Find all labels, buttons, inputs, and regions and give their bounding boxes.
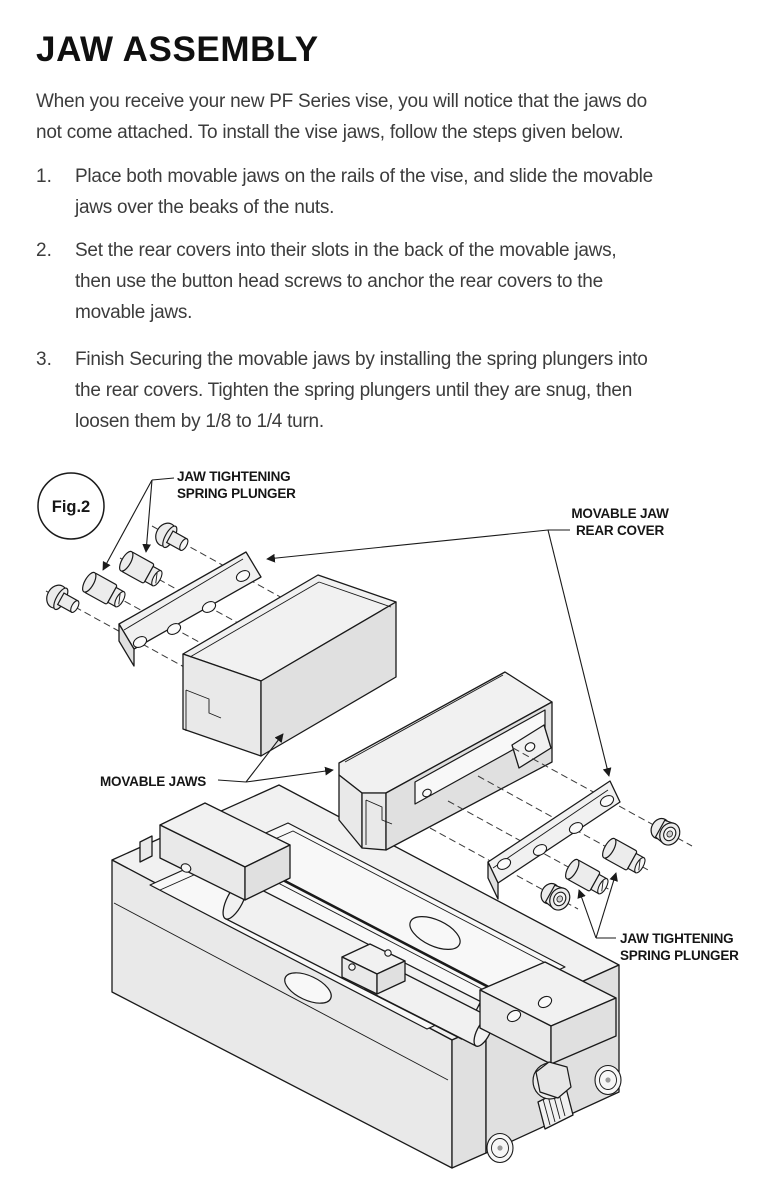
spring-plunger [562,856,612,899]
figure-tag: Fig.2 [37,472,105,540]
vise-body [111,784,622,1169]
label-rear-cover-line1: MOVABLE JAW [571,506,669,521]
fixed-jaw-block [139,802,291,901]
bearing-block [341,943,406,995]
button-head-screw [42,580,84,620]
leader-lines [102,477,618,939]
step-number: 1. [36,166,52,187]
step-text: Place both movable jaws on the rails of … [75,161,653,223]
label-spring-plunger-bottom-line1: JAW TIGHTENING [620,931,733,946]
spring-plunger [79,569,129,612]
jaw-mounting-block [479,961,617,1065]
figure-tag-text: Fig.2 [52,498,91,516]
label-spring-plunger-top-line2: SPRING PLUNGER [177,486,296,501]
movable-jaw-2 [338,671,553,851]
label-spring-plunger-top-line1: JAW TIGHTENING [177,469,290,484]
label-movable-jaws: MOVABLE JAWS [100,774,206,789]
step-line: then use the button head screws to ancho… [75,271,603,292]
label-spring-plunger-bottom-line2: SPRING PLUNGER [620,948,739,963]
label-rear-cover-line2: REAR COVER [576,523,664,538]
step-item-3: 3. Finish Securing the movable jaws by i… [36,344,648,437]
rear-cover-left [118,551,262,667]
hex-screw-head [532,1061,572,1100]
intro-line: not come attached. To install the vise j… [36,122,624,143]
figure-2-diagram: Fig.2 JAW TIGHTENING SPRING PLUNGER MOVA… [0,450,773,1200]
step-line: jaws over the beaks of the nuts. [75,197,335,218]
intro-line: When you receive your new PF Series vise… [36,91,647,112]
rear-cover-right [487,780,621,900]
step-number: 3. [36,349,52,370]
step-line: Place both movable jaws on the rails of … [75,166,653,187]
step-line: the rear covers. Tighten the spring plun… [75,380,633,401]
step-text: Set the rear covers into their slots in … [75,235,617,328]
step-item-2: 2. Set the rear covers into their slots … [36,235,617,328]
button-head-screw [151,518,193,558]
knob [594,1064,622,1096]
step-item-1: 1. Place both movable jaws on the rails … [36,161,653,223]
spring-plunger [599,835,649,878]
step-line: loosen them by 1/8 to 1/4 turn. [75,411,324,432]
step-line: Set the rear covers into their slots in … [75,240,617,261]
vise-exploded-view-illustration: Fig.2 JAW TIGHTENING SPRING PLUNGER MOVA… [37,469,739,1169]
step-line: Finish Securing the movable jaws by inst… [75,349,648,370]
spring-plunger [116,548,166,591]
button-head-screw [536,878,575,915]
page-title: JAW ASSEMBLY [36,30,319,69]
step-number: 2. [36,240,52,261]
top-oval-opening [409,915,461,951]
knob [486,1132,514,1164]
movable-jaw-1 [182,574,397,757]
intro-paragraph: When you receive your new PF Series vise… [36,86,647,148]
step-line: movable jaws. [75,302,193,323]
button-head-screw [646,813,685,850]
top-oval-opening [284,972,332,1004]
step-text: Finish Securing the movable jaws by inst… [75,344,648,437]
